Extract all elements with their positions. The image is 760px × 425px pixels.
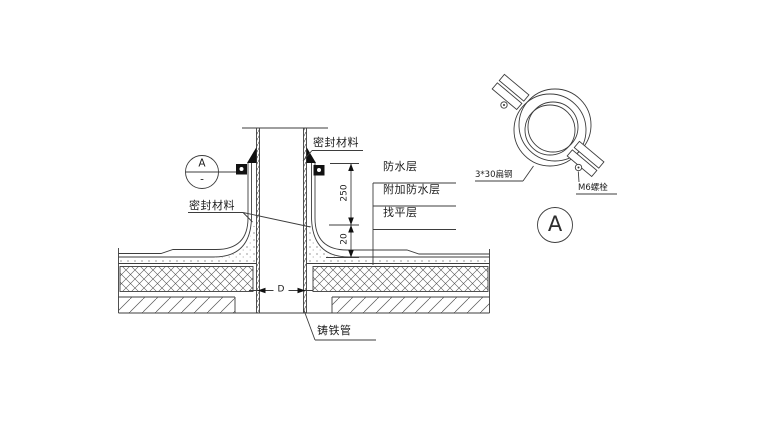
vertical-dimension: [326, 163, 359, 258]
detail-title-letter: A: [547, 212, 563, 236]
detail-bubble-sheet: -: [200, 173, 204, 186]
waterproof-membrane-flashing: [118, 163, 490, 258]
sealant-wedges: [247, 147, 316, 163]
detail-reference-bubble: [185, 155, 236, 189]
clamp-lug-lower-right: [566, 140, 605, 178]
dimension-d: D: [277, 284, 285, 295]
clamp-bolts: [500, 101, 583, 172]
label-leaders: [188, 150, 456, 341]
insulation-layer-right: [312, 266, 489, 292]
clamp-detail: [475, 73, 617, 243]
flat-steel-ring: [513, 88, 592, 167]
cast-iron-pipe-label: 铸铁管: [317, 324, 352, 337]
dimension-20: 20: [339, 233, 350, 245]
m6-bolt-label: M6螺栓: [578, 183, 608, 193]
seal-material-left-label: 密封材料: [189, 199, 235, 212]
leveling-layer-label: 找平层: [383, 206, 418, 219]
seal-material-top-label: 密封材料: [313, 136, 359, 149]
flat-steel-label: 3*30扁钢: [475, 170, 513, 180]
clamp-lug-upper-left: [491, 73, 530, 111]
detail-title-circle: [537, 207, 573, 243]
pipe-clamp-symbols: [236, 164, 325, 176]
roof-section: [118, 127, 490, 341]
clamp-label-leaders: [475, 165, 617, 195]
waterproof-layer-label: 防水层: [383, 160, 418, 173]
dimension-250: 250: [339, 184, 350, 202]
structural-slab: [118, 296, 490, 314]
additional-waterproof-layer-label: 附加防水层: [383, 183, 441, 196]
insulation-layer-left: [119, 266, 254, 292]
leveling-layer-band: [119, 226, 489, 264]
diameter-dimension: [249, 287, 313, 294]
detail-bubble-letter: A: [198, 157, 206, 170]
